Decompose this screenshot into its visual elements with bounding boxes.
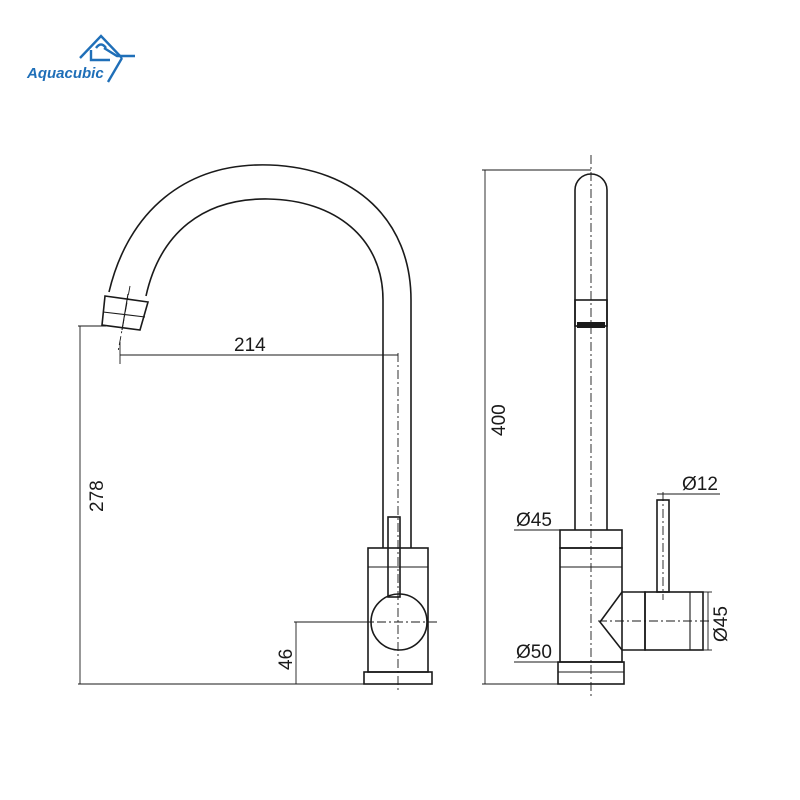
spout-aerator [101, 295, 150, 331]
dimension-reach: 214 [119, 335, 398, 364]
dimension-total-height: 400 [482, 169, 591, 685]
spout-inner-contour [145, 198, 384, 548]
front-view: 214 278 46 [78, 164, 440, 690]
logo-wordmark: Aquacubic [26, 65, 104, 82]
lever-height-label: 46 [276, 649, 297, 670]
body-diameter-label: Ø45 [516, 510, 552, 531]
dimension-spout-height: 278 [78, 325, 368, 685]
aerator-band [102, 311, 146, 318]
brand-logo: Aquacubic [26, 34, 135, 83]
dimension-base-diameter: Ø50 [514, 642, 574, 663]
dimension-lever-height: 46 [276, 621, 372, 684]
cartridge-housing [598, 591, 646, 651]
spout-height-label: 278 [87, 480, 108, 512]
reach-label: 214 [234, 335, 266, 356]
dimension-cartridge-diameter: Ø45 [703, 591, 732, 651]
lever-handle [387, 516, 401, 598]
dimension-handle-diameter: Ø12 [657, 474, 720, 495]
handle-diameter-label: Ø12 [682, 474, 718, 495]
logo-house-icon [79, 34, 135, 83]
side-base [557, 661, 625, 685]
cartridge-diameter-label: Ø45 [711, 606, 732, 642]
spout-axis [117, 285, 131, 353]
side-view: 400 Ø12 Ø45 Ø50 Ø45 [482, 155, 732, 696]
dimension-body-diameter: Ø45 [514, 510, 575, 531]
base-diameter-label: Ø50 [516, 642, 552, 663]
total-height-label: 400 [489, 404, 510, 436]
spout-outer-contour [108, 164, 412, 548]
